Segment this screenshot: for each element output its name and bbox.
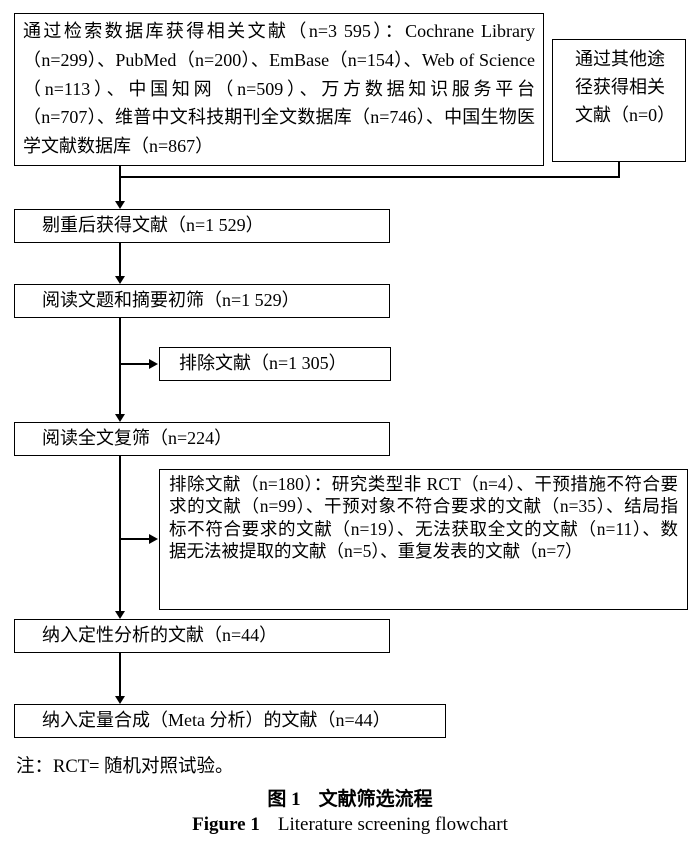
connector-fulltext-to-qualitative	[119, 456, 121, 611]
connector-dedup-to-screen	[119, 243, 121, 276]
arrowhead-to-screen	[115, 276, 125, 284]
figure-caption-en: Figure 1 Literature screening flowchart	[0, 814, 700, 836]
database-search-box: 通过检索数据库获得相关文献（n=3 595）：Cochrane Library（…	[14, 13, 544, 166]
arrowhead-to-excluded-initial	[149, 359, 158, 369]
qualitative-analysis-box: 纳入定性分析的文献（n=44）	[14, 619, 390, 653]
excluded-fulltext-box: 排除文献（n=180）：研究类型非 RCT（n=4）、干预措施不符合要求的文献（…	[159, 469, 688, 610]
figure-caption-en-text: Literature screening flowchart	[277, 814, 508, 835]
connector-db-down	[119, 166, 121, 201]
rct-footnote: 注：RCT= 随机对照试验。	[16, 757, 234, 777]
connector-branch-excluded-initial	[121, 363, 149, 365]
fulltext-screening-box: 阅读全文复筛（n=224）	[14, 422, 390, 456]
arrowhead-to-quantitative	[115, 696, 125, 704]
arrowhead-to-excluded-fulltext	[149, 534, 158, 544]
figure-caption-en-label: Figure 1	[192, 814, 260, 835]
title-abstract-screening-box: 阅读文题和摘要初筛（n=1 529）	[14, 284, 390, 318]
quantitative-synthesis-box: 纳入定量合成（Meta 分析）的文献（n=44）	[14, 704, 446, 738]
figure-caption-zh-text: 文献筛选流程	[318, 789, 433, 810]
figure-caption-zh-label: 图 1	[267, 789, 301, 810]
figure-caption-zh: 图 1 文献筛选流程	[0, 784, 700, 811]
arrowhead-to-qualitative	[115, 611, 125, 619]
connector-screen-to-fulltext	[119, 318, 121, 414]
connector-other-down	[618, 162, 620, 178]
excluded-initial-box: 排除文献（n=1 305）	[159, 347, 391, 381]
dedup-box: 剔重后获得文献（n=1 529）	[14, 209, 390, 243]
connector-qualitative-to-quantitative	[119, 653, 121, 696]
connector-other-horizontal	[119, 176, 620, 178]
arrowhead-to-dedup	[115, 201, 125, 209]
arrowhead-to-fulltext	[115, 414, 125, 422]
connector-branch-excluded-fulltext	[121, 538, 149, 540]
other-sources-box: 通过其他途径获得相关文献（n=0）	[552, 39, 686, 162]
